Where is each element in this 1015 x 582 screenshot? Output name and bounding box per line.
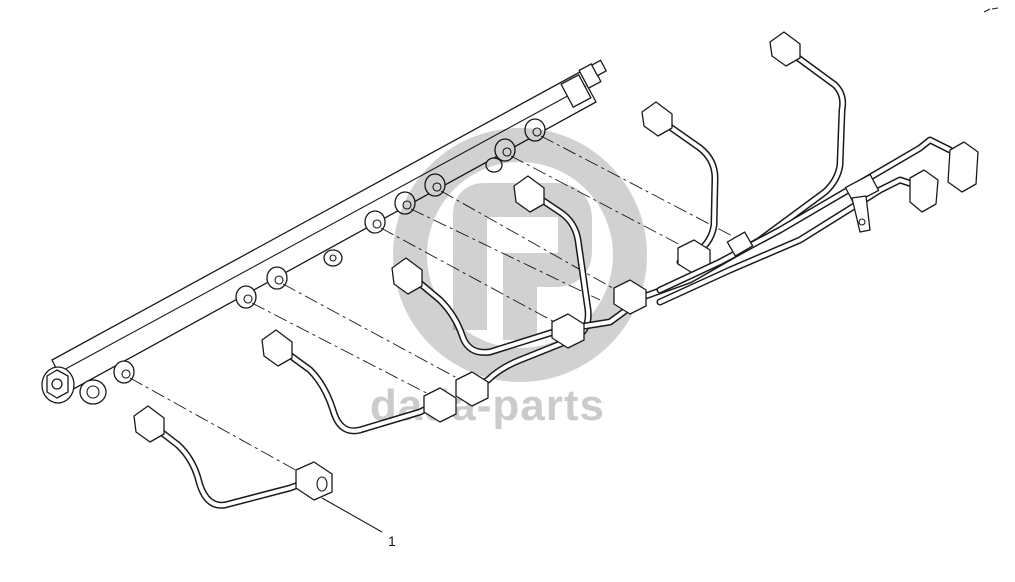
rail-outlet-6: [424, 173, 446, 197]
injection-pipe-rear-1: [636, 31, 847, 302]
rail-outlet-7: [494, 138, 516, 162]
callout-label: 1: [388, 533, 396, 549]
rail-outlet-2: [235, 285, 257, 309]
rail-outlet-5: [394, 191, 416, 215]
corner-mark: [983, 7, 999, 13]
rail-outlet-4: [364, 210, 386, 234]
rail-outlet-fittings: [113, 118, 546, 384]
callout-1: 1: [321, 497, 396, 549]
injection-pipe-rear-4: [656, 169, 939, 306]
rail-outlet-1: [113, 360, 135, 384]
injection-pipe-mid-3: [261, 329, 457, 435]
injection-pipe-mid-2: [391, 257, 647, 356]
callout-leader-line: [321, 497, 383, 533]
injection-pipe-rear-2: [641, 101, 719, 275]
pipe-clamp-bracket: [844, 173, 880, 233]
assembly-center-lines: [129, 135, 741, 479]
injection-pipe-front: [133, 405, 333, 509]
injection-pipe-rear-3: [656, 136, 979, 294]
rail-outlet-3: [266, 266, 288, 290]
rail-outlet-8: [524, 118, 546, 142]
watermark: dada-parts: [370, 128, 647, 430]
fuel-rail: [41, 59, 607, 405]
